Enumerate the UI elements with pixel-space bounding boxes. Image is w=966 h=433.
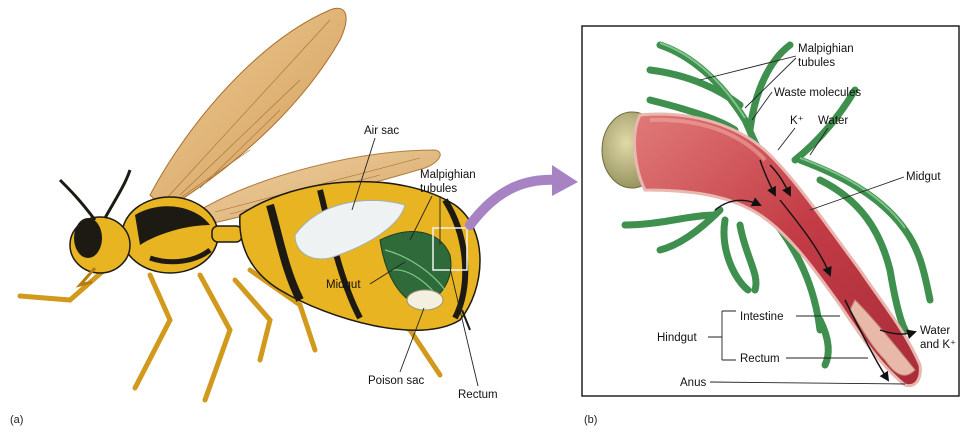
panel-a-tag: (a) bbox=[10, 414, 23, 426]
label-hindgut: Hindgut bbox=[657, 332, 697, 344]
label-rectum-a: Rectum bbox=[458, 389, 498, 401]
label-intestine: Intestine bbox=[740, 311, 783, 323]
label-air-sac: Air sac bbox=[364, 125, 399, 137]
label-waste-molecules: Waste molecules bbox=[774, 87, 861, 99]
label-rectum-b: Rectum bbox=[740, 353, 780, 365]
label-malpighian-tubules-b2: tubules bbox=[798, 57, 835, 69]
label-water-and-k-2: and K⁺ bbox=[920, 339, 956, 351]
wasp-antenna bbox=[60, 180, 95, 220]
label-midgut-a: Midgut bbox=[326, 279, 361, 291]
panel-b-tag: (b) bbox=[584, 414, 597, 426]
label-malpighian-tubules-a2: tubules bbox=[420, 183, 457, 195]
label-water-and-k-1: Water bbox=[920, 325, 950, 337]
label-water: Water bbox=[818, 115, 848, 127]
label-poison-sac: Poison sac bbox=[368, 375, 425, 387]
zoom-arrow bbox=[470, 165, 578, 225]
label-k-plus: K⁺ bbox=[790, 115, 804, 127]
label-midgut-b: Midgut bbox=[906, 171, 941, 183]
wasp-eye bbox=[74, 218, 102, 258]
label-malpighian-tubules-a1: Malpighian bbox=[420, 169, 476, 181]
wasp-illustration bbox=[20, 8, 480, 400]
label-anus: Anus bbox=[680, 377, 706, 389]
poison-sac bbox=[407, 290, 443, 310]
label-malpighian-tubules-b1: Malpighian bbox=[798, 43, 854, 55]
